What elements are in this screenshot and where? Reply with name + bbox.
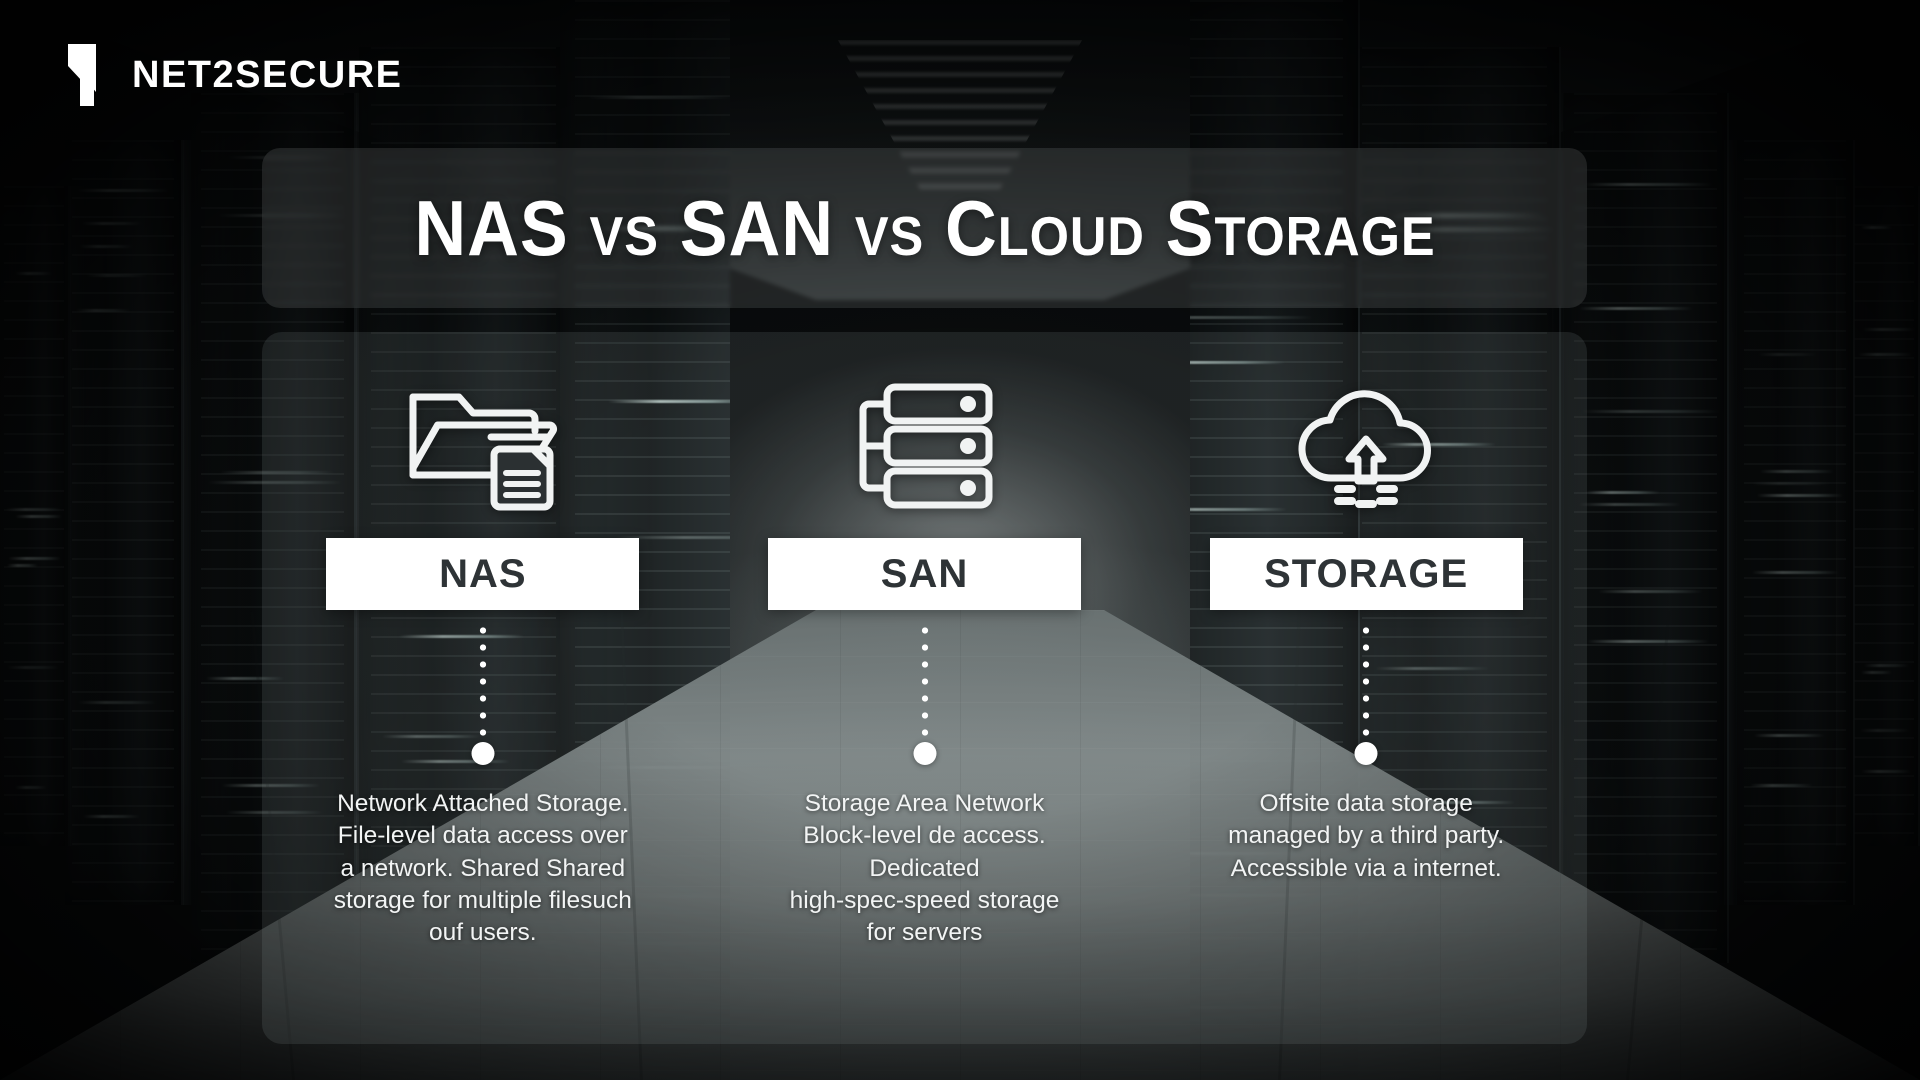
description-nas: Network Attached Storage.File-level data… <box>318 788 648 950</box>
description-line: Network Attached Storage. <box>318 788 648 820</box>
connector-knob <box>1355 742 1378 765</box>
connector-knob <box>471 742 494 765</box>
net2secure-n-logo-icon <box>62 40 114 110</box>
connector-nas <box>476 614 490 776</box>
description-line: high-spec-speed storage <box>760 885 1090 917</box>
label-box-san: SAN <box>768 538 1081 610</box>
label-box-storage: STORAGE <box>1210 538 1523 610</box>
server-stack-icon <box>855 366 995 526</box>
description-line: managed by a third party. <box>1201 820 1531 852</box>
description-storage: Offsite data storagemanaged by a third p… <box>1201 788 1531 885</box>
label-san: SAN <box>881 552 968 597</box>
label-box-nas: NAS <box>326 538 639 610</box>
description-line: Storage Area Network <box>760 788 1090 820</box>
connector-dots <box>479 622 487 742</box>
connector-storage <box>1359 614 1373 776</box>
label-nas: NAS <box>439 552 526 597</box>
description-line: Offsite data storage <box>1201 788 1531 820</box>
description-san: Storage Area NetworkBlock-level de acces… <box>760 788 1090 950</box>
description-line: storage for multiple filesuch <box>318 885 648 917</box>
column-nas: NAS Network Attached Storage.File-level … <box>262 332 704 1044</box>
brand-wordmark: NET2SECURE <box>132 54 403 97</box>
description-line: File-level data access over <box>318 820 648 852</box>
description-line: Dedicated <box>760 853 1090 885</box>
description-line: Accessible via a internet. <box>1201 853 1531 885</box>
description-line: a network. Shared Shared <box>318 853 648 885</box>
connector-san <box>918 614 932 776</box>
cloud-upload-icon <box>1291 366 1441 526</box>
connector-dots <box>1362 622 1370 742</box>
page-title: NAS vs SAN vs Cloud Storage <box>414 183 1435 274</box>
comparison-panel: NAS Network Attached Storage.File-level … <box>262 332 1587 1044</box>
connector-knob <box>913 742 936 765</box>
label-storage: STORAGE <box>1264 552 1468 597</box>
description-line: Block-level de access. <box>760 820 1090 852</box>
column-storage: STORAGE Offsite data storagemanaged by a… <box>1145 332 1587 1044</box>
brand-logo[interactable]: NET2SECURE <box>62 40 403 110</box>
folder-document-icon <box>405 366 561 526</box>
column-san: SAN Storage Area NetworkBlock-level de a… <box>704 332 1146 1044</box>
title-panel: NAS vs SAN vs Cloud Storage <box>262 148 1587 308</box>
connector-dots <box>921 622 929 742</box>
description-line: ouf users. <box>318 917 648 949</box>
description-line: for servers <box>760 917 1090 949</box>
